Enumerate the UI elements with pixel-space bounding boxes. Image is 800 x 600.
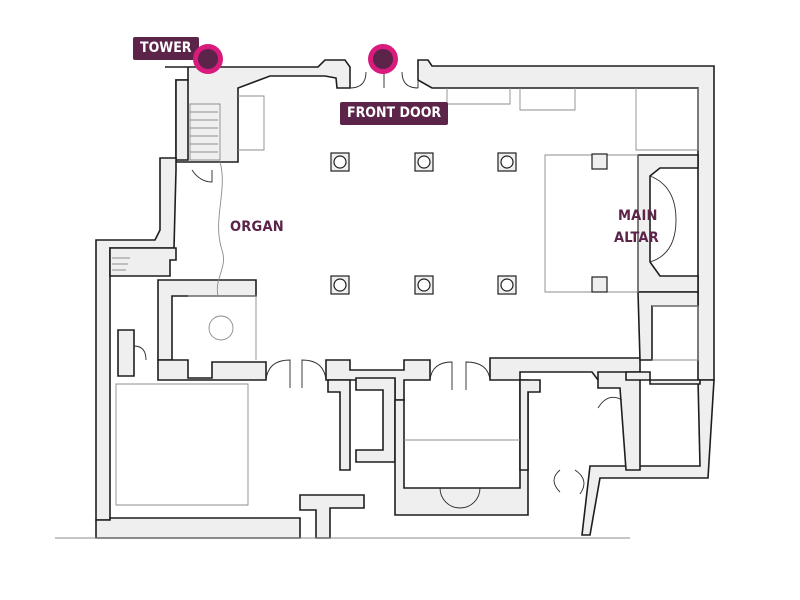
east-room-door	[597, 396, 623, 409]
tower-tag: TOWER	[133, 37, 199, 60]
column	[414, 275, 434, 295]
front-door-tag: FRONT DOOR	[340, 102, 449, 125]
lower-corridor-wall	[299, 494, 365, 539]
chancel-south-window	[652, 305, 699, 361]
main-altar-label-line2: ALTAR	[614, 230, 659, 246]
front-door-swing	[349, 62, 419, 89]
exterior-walls	[95, 59, 715, 539]
small-room-wall	[117, 329, 135, 377]
chancel-pier	[591, 153, 608, 170]
column	[330, 152, 350, 172]
organ-loft-room	[188, 295, 257, 360]
south-aisle-wall	[157, 359, 267, 381]
lower-east-door	[553, 469, 585, 495]
column	[497, 152, 517, 172]
organ-loft-wall	[157, 279, 257, 361]
sacristy-apse	[439, 487, 481, 509]
tower-shaft-wall	[175, 79, 189, 161]
stair-outline	[189, 103, 221, 161]
south-door-west	[265, 359, 327, 388]
west-stair-treads	[112, 257, 130, 271]
chancel-pier	[591, 276, 608, 293]
west-lower-wall	[95, 517, 301, 539]
tower-door	[191, 169, 213, 183]
organ-label: ORGAN	[230, 219, 284, 235]
west-room-wall	[109, 247, 177, 277]
chancel-south-wall	[637, 291, 699, 361]
east-lower-wall	[581, 379, 715, 536]
north-east-wall	[417, 59, 715, 381]
vestry-wall	[327, 379, 351, 471]
east-rooms-wall	[597, 371, 641, 471]
nave-west-window	[238, 95, 265, 151]
altar-apse	[649, 175, 677, 263]
stair-treads	[190, 111, 218, 153]
front-door-marker[interactable]	[368, 44, 398, 74]
main-altar-label-line1: MAIN	[618, 208, 658, 224]
column	[497, 275, 517, 295]
west-room-outline	[115, 383, 249, 506]
interior-details	[55, 88, 699, 539]
nave-columns	[330, 152, 608, 295]
sacristy-wall	[394, 379, 529, 516]
doors	[133, 62, 677, 509]
tower-marker[interactable]	[193, 44, 223, 74]
font-circle	[208, 315, 234, 341]
sacristy-east-wall	[519, 379, 541, 471]
column	[414, 152, 434, 172]
east-rooms-divider	[625, 371, 701, 385]
nave-north-windows	[446, 88, 699, 151]
south-door-centre	[429, 361, 491, 390]
column	[330, 275, 350, 295]
organ-curtain	[216, 161, 224, 297]
north-west-wall	[165, 59, 351, 163]
vestry-inner-wall	[355, 377, 396, 463]
west-room-door	[133, 345, 147, 361]
interior-walls	[109, 154, 701, 539]
